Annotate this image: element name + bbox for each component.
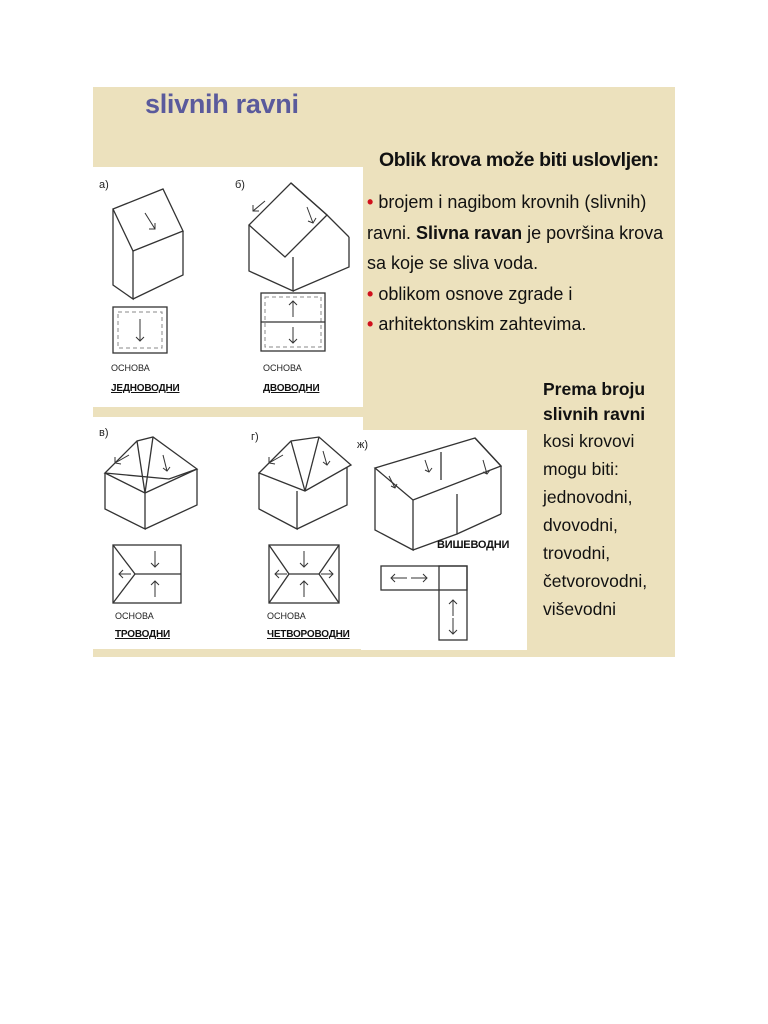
figure-v-osnova: ОСНОВА <box>115 611 154 621</box>
types-intro-2: mogu biti: <box>543 459 619 479</box>
figure-zh-roof-drawing <box>373 437 503 641</box>
figure-b-roof-drawing <box>248 182 350 352</box>
figure-a-roof-drawing <box>112 188 184 354</box>
type-item: viševodni <box>543 599 616 619</box>
figure-zh-name: ВИШЕВОДНИ <box>437 539 510 551</box>
type-item: jednovodni, <box>543 487 633 507</box>
figure-g-index: г) <box>251 431 259 443</box>
figure-v-index: в) <box>99 427 109 439</box>
figure-a-osnova: ОСНОВА <box>111 363 150 373</box>
figure-a-index: а) <box>99 179 109 191</box>
figure-b-index: б) <box>235 179 245 191</box>
bullet-item-1: •brojem i nagibom krovnih (slivnih) <box>367 192 647 212</box>
heading: Oblik krova može biti uslovljen: <box>379 149 659 171</box>
figure-g-osnova: ОСНОВА <box>267 611 306 621</box>
type-item: dvovodni, <box>543 515 618 535</box>
figure-g-roof-drawing <box>257 436 353 604</box>
prema-heading: Prema broju slivnih ravni <box>543 379 646 424</box>
bullet-dot: • <box>367 283 374 304</box>
slide-title: slivnih ravni <box>145 89 299 119</box>
term-slivna-ravan: Slivna ravan <box>416 222 523 243</box>
figure-a-name: ЈЕДНОВОДНИ <box>111 383 180 394</box>
figure-g-name: ЧЕТВОРОВОДНИ <box>267 629 350 640</box>
bullet-item-3: •arhitektonskim zahtevima. <box>367 314 587 334</box>
bullet-dot: • <box>367 314 374 334</box>
figure-b-osnova: ОСНОВА <box>263 363 302 373</box>
slide: slivnih ravni а) ОСНОВА ЈЕДНОВОДНИ б) ОС… <box>93 87 675 657</box>
bullet-list: •brojem i nagibom krovnih (slivnih) ravn… <box>367 187 675 340</box>
figure-zh-index: ж) <box>357 439 369 451</box>
bullet-dot: • <box>367 192 374 212</box>
roof-types-list: kosi krovovi mogu biti: jednovodni, dvov… <box>543 427 647 623</box>
types-intro-1: kosi krovovi <box>543 431 635 451</box>
bullet-item-1-end: sa koje se sliva voda. <box>367 253 539 273</box>
figure-v-name: ТРОВОДНИ <box>115 629 170 640</box>
type-item: četvorovodni, <box>543 571 648 591</box>
bullet-item-2: •oblikom osnove zgrade i <box>367 283 573 304</box>
bullet-item-1-cont: ravni. Slivna ravan je površina krova <box>367 222 664 243</box>
type-item: trovodni, <box>543 543 611 563</box>
figure-v-roof-drawing <box>103 436 199 604</box>
figure-b-name: ДВОВОДНИ <box>263 383 320 394</box>
figure-panel-bottom <box>93 417 363 649</box>
